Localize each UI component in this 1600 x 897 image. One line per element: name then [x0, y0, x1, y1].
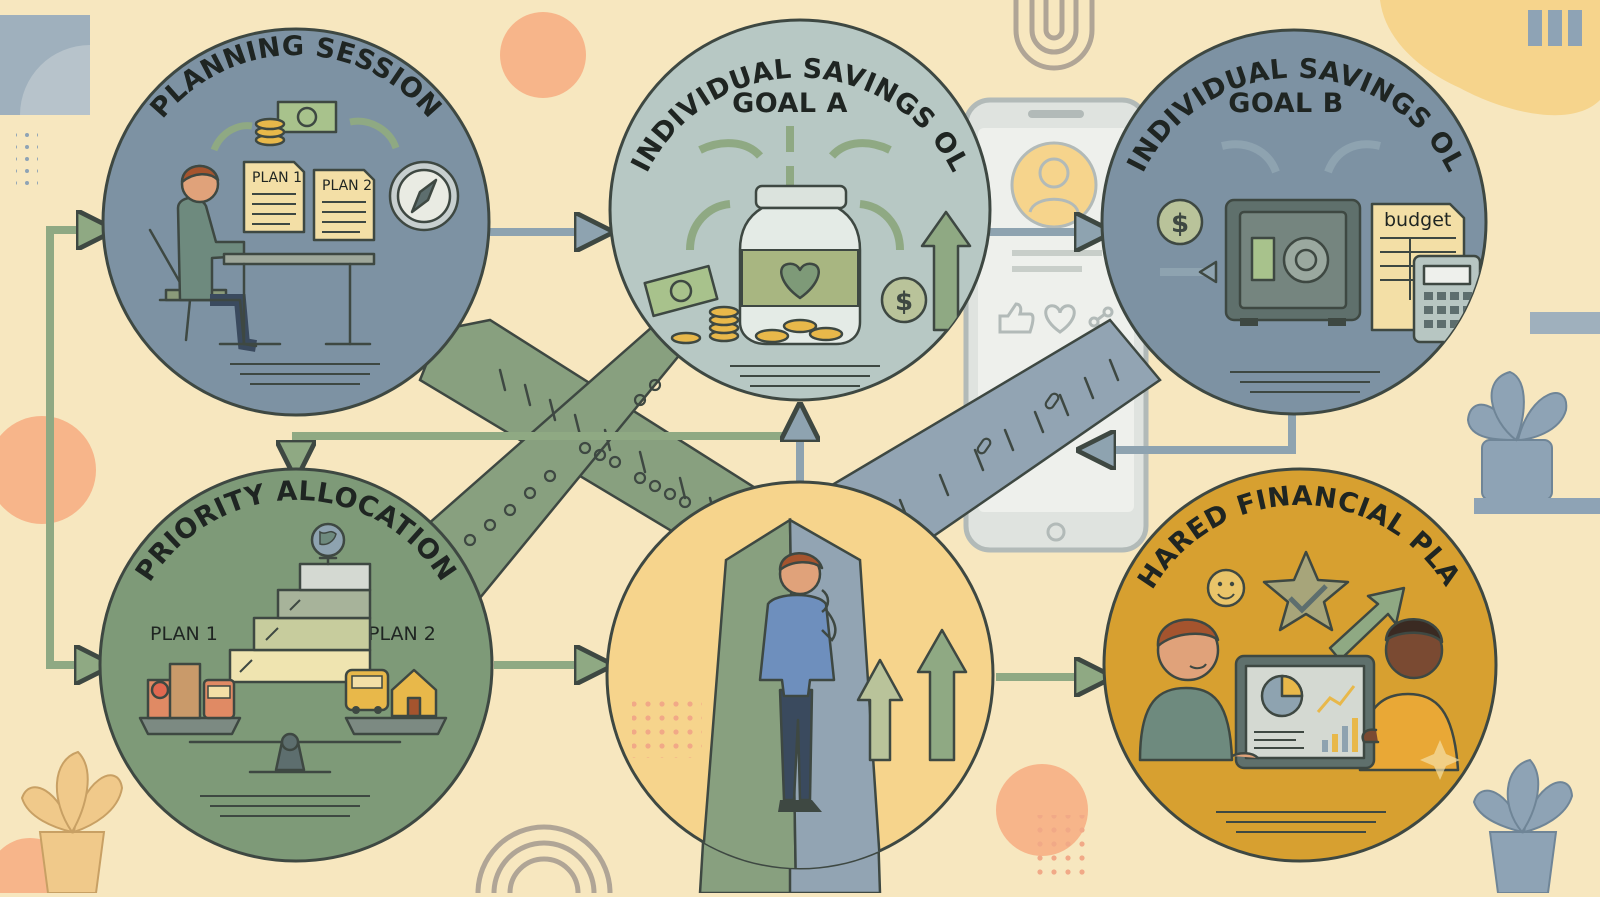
peach-circle-top [500, 12, 586, 98]
svg-text:$: $ [1171, 209, 1189, 239]
smiley-icon [1206, 568, 1246, 608]
blue-bar-right [1530, 312, 1600, 334]
priority-plan-2-label: PLAN 2 [368, 623, 436, 645]
bus-icon [344, 668, 390, 714]
rainbow-arch-top [1013, 0, 1095, 71]
node-priority-allocation[interactable]: PRIORITY ALLOCATION PLAN 1 PLAN 2 [98, 467, 494, 863]
dot-grid-bottom-right [1030, 815, 1090, 875]
rainbow-arch-bottom [475, 824, 613, 894]
dollar-coin-icon: $ [880, 276, 928, 324]
growth-arrow-icon [1328, 586, 1406, 662]
star-check-icon [1262, 550, 1350, 632]
growth-arrows-icon [856, 628, 968, 762]
node-decision-point[interactable] [605, 480, 995, 893]
safe-vault-icon [1224, 198, 1362, 326]
sparkle-icon [1420, 740, 1460, 780]
coin-stack-icon [254, 117, 286, 147]
arrow-left-loop [46, 230, 100, 665]
connectors [46, 230, 1296, 677]
priority-plan-1-label: PLAN 1 [150, 623, 218, 645]
bar-chart-icon [1322, 718, 1358, 752]
plan-2-doc-label: PLAN 2 [322, 178, 372, 194]
node-goal-a[interactable]: INDIVIDUAL SAVINGS OL GOAL A [608, 18, 992, 402]
arrow-goal-b-to-phone [1092, 414, 1296, 450]
heart-icon [1044, 304, 1076, 334]
potted-plant-bottom-right [1472, 758, 1574, 894]
tablet-dashboard-icon [1234, 654, 1376, 770]
person-left-icon [1138, 618, 1234, 762]
heart-icon [780, 262, 820, 300]
profile-avatar-icon [1010, 141, 1098, 229]
thinking-person-icon [758, 552, 837, 812]
yellow-blob-top-right [1380, 0, 1600, 116]
person-at-desk-icon [148, 164, 376, 352]
potted-plant-right [1466, 370, 1600, 514]
arrow-loop-to-priority [296, 432, 790, 464]
curved-arrow-icon [210, 122, 253, 152]
groceries-icon [146, 662, 236, 720]
plan-1-doc-label: PLAN 1 [252, 170, 302, 186]
inflow-arrows-icon [686, 126, 904, 251]
house-icon [390, 668, 438, 718]
compass-icon [388, 160, 460, 232]
corner-arc [20, 45, 90, 115]
savings-jar-icon [738, 184, 862, 346]
dot-grid-top-left [16, 130, 38, 192]
priority-stairs-icon [228, 562, 372, 684]
cash-bill-icon [643, 264, 719, 318]
stripes-right [1528, 10, 1542, 46]
cash-bill-icon [276, 100, 338, 134]
line-chart-icon [1316, 685, 1356, 713]
node-planning-session[interactable]: PLANNING SESSION [101, 27, 491, 417]
potted-plant-bottom-left [20, 750, 124, 894]
goal-b-title-line-2: GOAL B [1228, 88, 1343, 119]
goal-a-title-line-2: GOAL A [732, 88, 848, 119]
person-right-icon [1358, 618, 1460, 772]
svg-text:$: $ [895, 287, 913, 317]
node-goal-b[interactable]: INDIVIDUAL SAVINGS OL GOAL B $ [1100, 28, 1488, 416]
budget-label: budget [1384, 209, 1451, 231]
globe-icon [310, 522, 346, 566]
coin-stack-icon [670, 305, 740, 345]
plan-1-document-icon: PLAN 1 [242, 160, 306, 234]
plan-2-document-icon: PLAN 2 [312, 168, 376, 242]
dollar-coin-icon: $ [1156, 198, 1204, 246]
like-icon [998, 302, 1035, 334]
